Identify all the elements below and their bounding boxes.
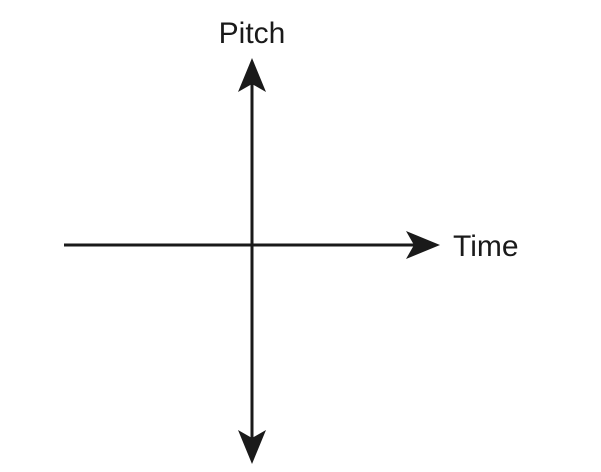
pitch-axis-down-arrowhead (238, 430, 266, 464)
time-axis-label: Time (453, 230, 519, 263)
pitch-axis-up-arrowhead (238, 58, 266, 92)
time-axis-right-arrowhead (406, 231, 440, 259)
pitch-axis-label: Pitch (219, 17, 286, 50)
